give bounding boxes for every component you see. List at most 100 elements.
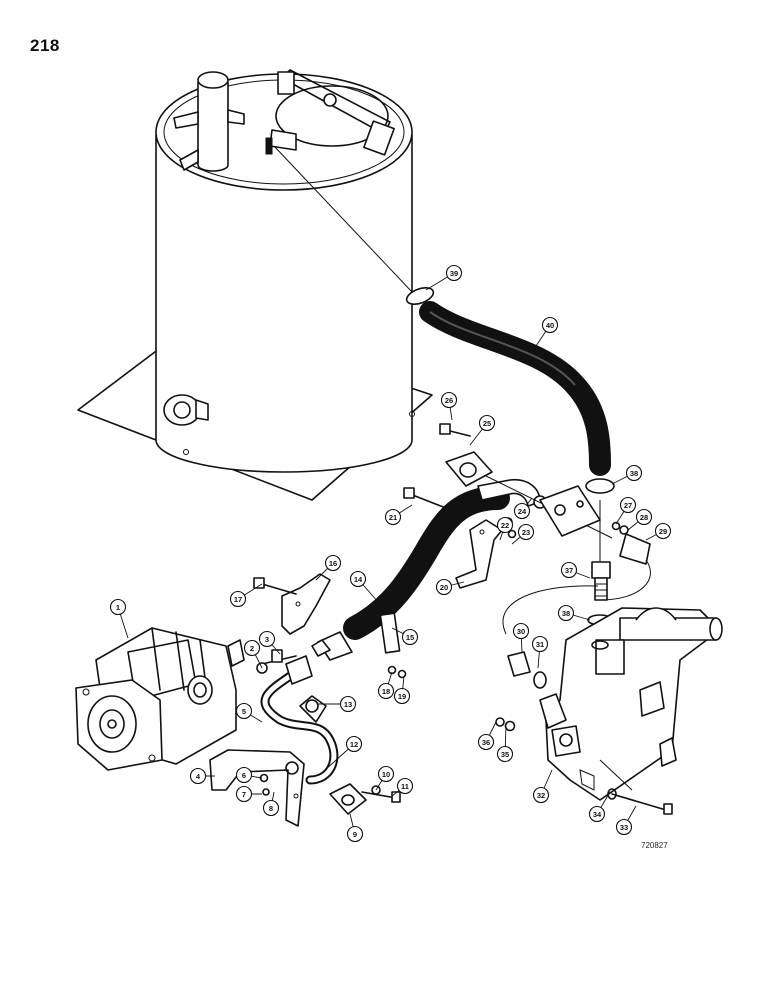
callout-c25: 25 [469,414,496,446]
port-adapter [539,485,601,537]
callout-circle [654,522,672,540]
callout-c29: 29 [645,522,672,541]
callout-circle [377,765,395,783]
callout-c30: 30 [512,622,530,653]
callout-c16: 16 [315,554,342,581]
callout-circle [435,578,453,596]
callout-number: 20 [440,583,448,592]
callout-c20: 20 [435,578,465,596]
suction-hose [311,478,547,661]
callout-circle [445,264,463,282]
callout-c38a: 38 [611,464,643,485]
callout-number: 16 [329,559,337,568]
callout-circle [258,630,276,648]
callout-number: 29 [659,527,667,536]
callout-number: 24 [518,507,527,516]
callout-c18: 18 [377,671,395,700]
callout-circle [560,561,578,579]
elbow-fitting [591,500,611,601]
callout-number: 35 [501,750,509,759]
callout-c35: 35 [496,725,514,763]
callout-c4: 4 [189,767,215,785]
callout-number: 7 [242,790,246,799]
callout-circle [396,777,414,795]
callout-number: 17 [234,595,242,604]
callout-circle [478,414,496,432]
inspection-cover [275,85,389,147]
callout-number: 1 [116,603,120,612]
callout-circle [324,554,342,572]
callout-circle [635,508,653,526]
callout-c7: 7 [235,785,262,803]
callout-number: 37 [565,566,573,575]
callout-c39: 39 [425,264,463,291]
callout-circle [393,687,411,705]
pressure-line [260,655,339,785]
filler-neck [197,81,229,172]
callout-c6: 6 [235,766,263,784]
drawing-number: 720827 [641,841,668,850]
callout-circle [109,598,127,616]
callout-circle [189,767,207,785]
callout-number: 38 [562,609,570,618]
callout-number: 31 [536,640,544,649]
callout-circle [235,785,253,803]
callout-c14: 14 [349,570,379,603]
callout-circle [615,818,633,836]
callout-c40: 40 [535,316,559,347]
suction-port-flange [163,394,201,426]
callout-c33: 33 [615,805,637,836]
callout-circle [512,622,530,640]
callout-number: 12 [350,740,358,749]
callout-c19: 19 [393,675,411,705]
callout-number: 25 [483,419,491,428]
callout-c23: 23 [511,523,535,545]
callout-number: 9 [353,830,357,839]
callout-number: 28 [640,513,648,522]
callout-circle [531,635,549,653]
callout-circle [477,733,495,751]
callout-number: 4 [196,772,201,781]
callout-circle [588,805,606,823]
callout-number: 14 [354,575,363,584]
callout-circle [517,523,535,541]
hydraulic-reservoir [77,69,433,501]
callout-c11: 11 [391,777,414,797]
hose-support-bracket [455,519,503,589]
callout-circle [557,604,575,622]
callout-c10: 10 [375,765,395,791]
callout-circle [339,695,357,713]
callout-circle [496,516,514,534]
callout-c36: 36 [477,721,497,751]
callout-c26: 26 [440,391,458,421]
callout-c22: 22 [496,516,514,541]
callout-circle [377,682,395,700]
callout-number: 22 [501,521,509,530]
callout-circle [243,639,261,657]
callout-c15: 15 [391,627,419,646]
callout-c31: 31 [531,635,549,669]
callout-c21: 21 [384,504,413,526]
callout-number: 8 [269,804,273,813]
callout-c37: 37 [560,561,591,579]
callout-c8: 8 [262,791,280,817]
callout-number: 2 [250,644,254,653]
tube-support-bracket [209,749,305,827]
callout-number: 34 [593,810,602,819]
callout-circle [262,799,280,817]
callout-circle [345,735,363,753]
control-valve [539,607,723,801]
callout-circle [346,825,364,843]
return-hose [405,287,615,494]
callout-c27: 27 [615,496,637,525]
callout-number: 10 [382,770,390,779]
callout-number: 19 [398,692,406,701]
callout-c24: 24 [513,497,533,520]
callout-c32: 32 [532,769,553,804]
callout-number: 32 [537,791,545,800]
callout-number: 11 [401,782,409,791]
callout-c17: 17 [229,583,263,608]
callout-c5: 5 [235,702,263,723]
callout-circle [541,316,559,334]
